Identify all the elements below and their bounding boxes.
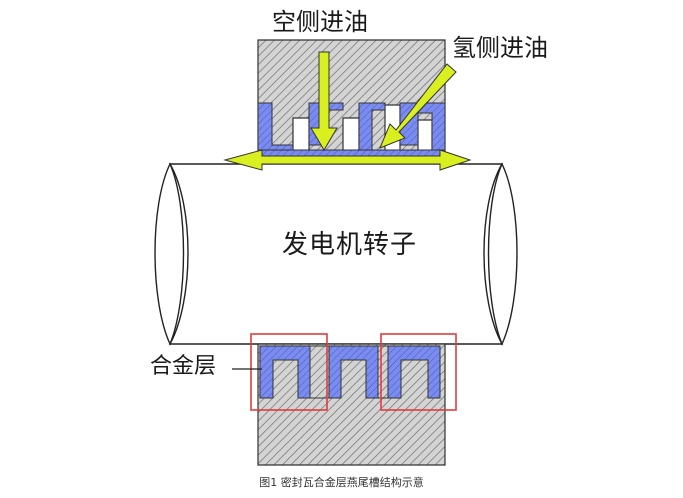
rotor-label: 发电机转子 <box>282 230 418 260</box>
upper-seal-bush <box>257 39 446 161</box>
generator-rotor <box>154 162 518 346</box>
lower-seal-bush <box>250 333 457 466</box>
alloy-layer-label: 合金层 <box>150 354 217 379</box>
rotor-right-break <box>487 162 518 346</box>
left-highlight-box <box>250 333 328 411</box>
lower-seal-body <box>257 343 446 466</box>
hydrogen-side-inlet-label: 氢侧进油 <box>452 34 548 62</box>
hydrogen-side-arrow <box>379 63 457 149</box>
air-side-arrow <box>310 51 338 151</box>
rotor-left-break <box>154 162 185 346</box>
air-side-inlet-label: 空侧进油 <box>272 8 368 36</box>
lower-alloy-layer <box>259 345 441 399</box>
figure-caption: 图1 密封瓦合金层燕尾槽结构示意 <box>259 476 424 489</box>
right-highlight-box <box>380 333 457 411</box>
oil-flow-arrows <box>223 51 472 171</box>
axial-flow-arrow <box>223 149 472 171</box>
